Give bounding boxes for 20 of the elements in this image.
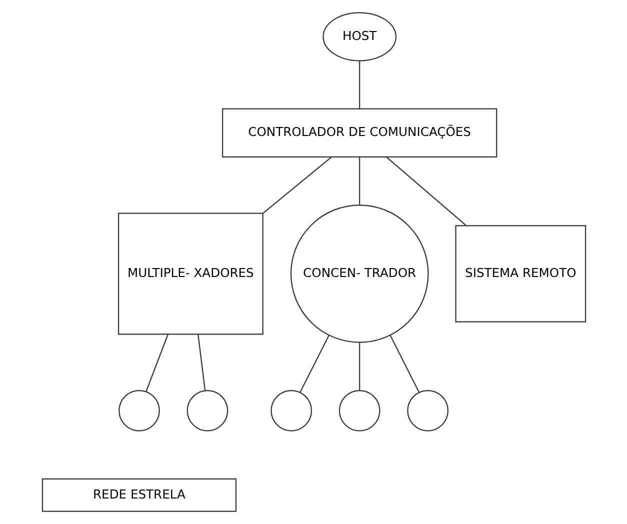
node-circle — [338, 390, 380, 432]
connector — [358, 61, 360, 109]
connector — [197, 334, 206, 391]
node-box: SISTEMA REMOTO — [454, 225, 586, 322]
node-circle: CONCEN- TRADOR — [290, 204, 428, 343]
node-box: REDE ESTRELA — [41, 478, 236, 512]
node-circle — [118, 390, 160, 432]
connector — [386, 156, 466, 226]
node-circle — [270, 390, 312, 432]
connector — [358, 157, 360, 205]
node-circle — [186, 390, 228, 432]
node-circle — [406, 390, 448, 432]
connector — [262, 156, 332, 214]
connector — [145, 334, 168, 392]
connector — [358, 342, 360, 390]
node-ellipse: HOST — [322, 12, 396, 62]
connector — [389, 335, 420, 393]
node-box: MULTIPLE- XADORES — [117, 212, 263, 335]
connector — [299, 335, 329, 393]
node-box: CONTROLADOR DE COMUNICAÇÕES — [222, 108, 497, 158]
